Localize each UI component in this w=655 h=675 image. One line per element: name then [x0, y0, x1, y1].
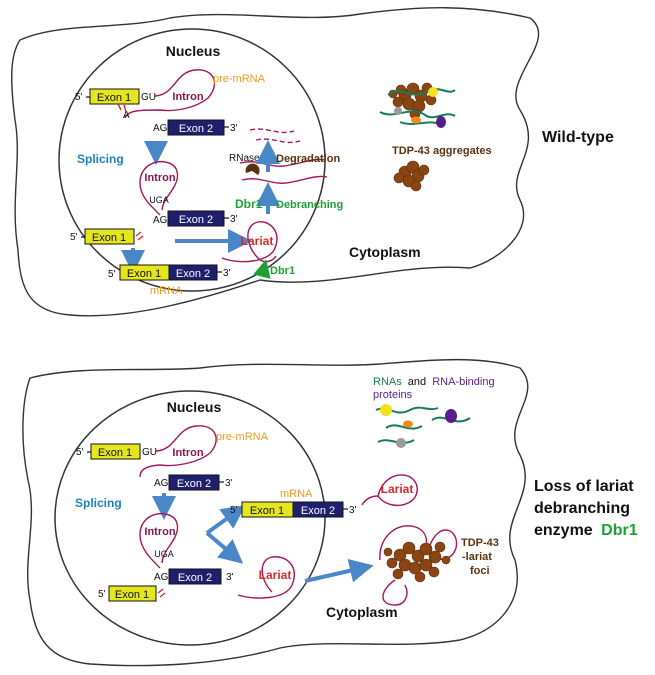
svg-text:A: A	[123, 110, 130, 121]
svg-text:AG: AG	[154, 572, 169, 583]
tdp43-lariat-foci: TDP-43 -lariat foci	[379, 525, 499, 606]
cell-outline-bottom	[22, 358, 529, 667]
svg-text:TDP-43: TDP-43	[461, 537, 499, 549]
svg-text:Intron: Intron	[144, 526, 175, 538]
svg-text:3': 3'	[230, 123, 238, 134]
nucleus-label-bottom: Nucleus	[167, 399, 222, 415]
splicing-label-bottom: Splicing	[75, 496, 122, 510]
tdp43-aggregates-top: TDP-43 aggregates	[379, 82, 492, 192]
svg-text:3': 3'	[230, 214, 238, 225]
svg-text:Exon 2: Exon 2	[176, 268, 210, 280]
svg-text:5': 5'	[75, 92, 83, 103]
svg-text:Exon 1: Exon 1	[98, 447, 132, 459]
svg-text:mRNA: mRNA	[280, 488, 313, 500]
svg-text:RNases: RNases	[229, 153, 265, 164]
svg-text:RNAs and RNA-b: RNAs and RNA-binding	[373, 376, 495, 388]
svg-text:Exon 2: Exon 2	[177, 478, 211, 490]
svg-text:TDP-43 aggregates: TDP-43 aggregates	[392, 145, 492, 157]
panel-wild-type: Nucleus 5' Exon 1 GU Intron pre-mRNA A A…	[11, 7, 614, 317]
svg-text:GU: GU	[142, 447, 157, 458]
svg-text:AG: AG	[153, 215, 168, 226]
premrna-top: 5' Exon 1 GU Intron pre-mRNA A AG Exon 2…	[75, 69, 266, 136]
svg-text:Exon 1: Exon 1	[115, 589, 149, 601]
svg-text:3': 3'	[225, 478, 233, 489]
svg-text:Lariat: Lariat	[259, 568, 292, 582]
svg-text:5': 5'	[76, 447, 84, 458]
svg-text:5': 5'	[98, 589, 106, 600]
svg-text:UGA: UGA	[154, 549, 174, 559]
svg-text:Exon 1: Exon 1	[250, 505, 284, 517]
cell-outline-top	[11, 7, 540, 317]
condition-label-bottom: Loss of lariat debranching enzyme Dbr1	[534, 478, 638, 539]
svg-text:3': 3'	[223, 268, 231, 279]
svg-text:5': 5'	[70, 232, 78, 243]
svg-text:3': 3'	[226, 572, 234, 583]
svg-text:proteins: proteins	[373, 389, 413, 401]
svg-text:Lariat: Lariat	[241, 234, 274, 248]
svg-text:AG: AG	[153, 123, 168, 134]
nucleus-label-top: Nucleus	[166, 43, 221, 59]
svg-text:5': 5'	[108, 269, 116, 280]
rna-binding-proteins: RNAs and RNA-binding proteins	[373, 376, 495, 448]
debranching-top: RNases Degradation Dbr1 Debranching	[229, 128, 343, 214]
svg-text:UGA: UGA	[149, 195, 169, 205]
svg-text:GU: GU	[141, 92, 156, 103]
svg-text:foci: foci	[470, 565, 490, 577]
lariat-bottom-cytoplasm: Lariat	[361, 474, 418, 507]
cytoplasm-label-bottom: Cytoplasm	[326, 604, 398, 620]
svg-text:Degradation: Degradation	[276, 153, 340, 165]
svg-text:Dbr1: Dbr1	[235, 197, 263, 211]
svg-text:Loss of lariat: Loss of lariat	[534, 478, 634, 495]
svg-text:-lariat: -lariat	[462, 551, 492, 563]
svg-text:mRNA: mRNA	[150, 285, 183, 297]
svg-text:Exon 2: Exon 2	[301, 505, 335, 517]
cytoplasm-label-top: Cytoplasm	[349, 244, 421, 260]
intermediate-bottom: Intron UGA AG Exon 2 3' 5' Exon 1	[98, 512, 234, 602]
svg-text:Intron: Intron	[172, 91, 203, 103]
svg-text:AG: AG	[154, 478, 169, 489]
svg-text:Intron: Intron	[144, 172, 175, 184]
mrna-bottom: mRNA 5' Exon 1 Exon 2 3'	[230, 488, 357, 518]
svg-text:pre-mRNA: pre-mRNA	[213, 73, 266, 85]
intermediate-top: Intron UGA AG Exon 2 3' 5' Exon 1	[70, 160, 238, 245]
rnase-icon	[245, 163, 260, 175]
intron-loop	[124, 69, 216, 119]
svg-text:Exon 2: Exon 2	[178, 572, 212, 584]
lariat-top: Lariat Dbr1	[221, 221, 295, 279]
svg-text:Exon 1: Exon 1	[97, 92, 131, 104]
nucleus-bottom	[54, 390, 326, 646]
svg-text:Intron: Intron	[172, 447, 203, 459]
svg-text:pre-mRNA: pre-mRNA	[216, 431, 269, 443]
lariat-bottom-nucleus: Lariat	[237, 556, 295, 599]
svg-text:Exon 1: Exon 1	[127, 268, 161, 280]
mrna-top: 5' Exon 1 Exon 2 3' mRNA	[108, 264, 231, 297]
premrna-bottom: 5' Exon 1 GU Intron pre-mRNA AG Exon 2 3…	[76, 425, 269, 491]
exon1-box	[89, 88, 140, 105]
svg-text:Exon 1: Exon 1	[92, 232, 126, 244]
svg-text:Lariat: Lariat	[381, 482, 414, 496]
svg-text:3': 3'	[349, 505, 357, 516]
svg-text:Dbr1: Dbr1	[270, 265, 295, 277]
panel-dbr1-loss: Nucleus 5' Exon 1 GU Intron pre-mRNA AG …	[22, 358, 638, 667]
splicing-label-top: Splicing	[77, 152, 124, 166]
condition-label-top: Wild-type	[542, 129, 614, 146]
svg-text:Exon 2: Exon 2	[179, 214, 213, 226]
svg-text:5': 5'	[230, 505, 238, 516]
svg-text:enzyme Dbr1: enzyme Dbr1	[534, 522, 638, 539]
svg-text:Exon 2: Exon 2	[179, 123, 213, 135]
svg-text:Debranching: Debranching	[276, 199, 343, 211]
svg-text:debranching: debranching	[534, 500, 630, 517]
